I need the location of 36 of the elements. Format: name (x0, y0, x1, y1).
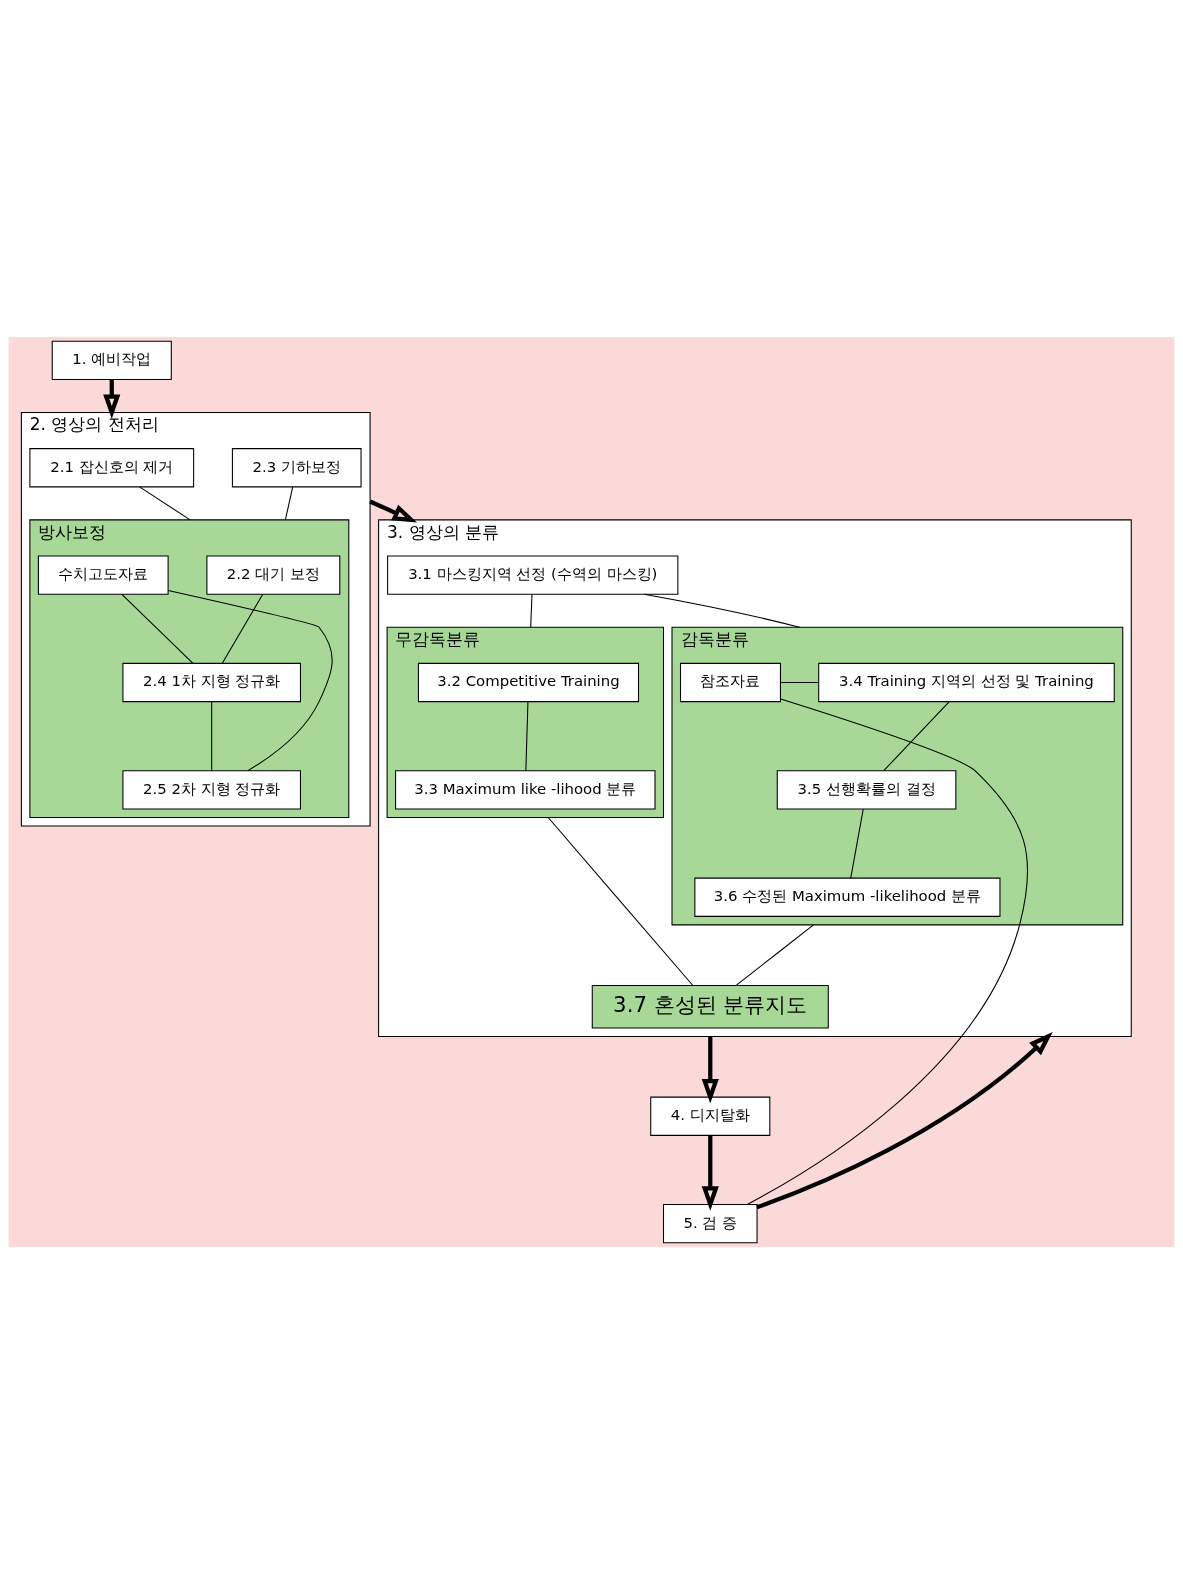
node-box: 1. 예비작업 (51, 340, 172, 381)
node-box: 3.3 Maximum like -lihood 분류 (395, 770, 656, 810)
node-box: 참조자료 (680, 662, 781, 703)
node-box: 3.7 혼성된 분류지도 (591, 984, 829, 1029)
node-box: 2.5 2차 지형 정규화 (122, 770, 301, 810)
node-box: 3.2 Competitive Training (417, 662, 640, 703)
connector (780, 681, 819, 684)
connector (525, 701, 529, 772)
node-box: 2.4 1차 지형 정규화 (122, 662, 301, 703)
node-box: 3.5 선행확률의 결정 (776, 770, 957, 810)
node-box: 4. 디지탈화 (650, 1096, 771, 1136)
node-box: 2.2 대기 보정 (206, 555, 341, 595)
node-box: 3.4 Training 지역의 선정 및 Training (818, 662, 1115, 703)
node-box: 수치고도자료 (37, 555, 169, 595)
arrow (701, 1036, 719, 1104)
node-box: 2.1 잡신호의 제거 (29, 448, 195, 488)
connector (121, 594, 194, 664)
arrow (756, 1032, 1053, 1210)
connector (284, 486, 294, 521)
connector (883, 701, 950, 772)
arrow (701, 1135, 719, 1211)
node-box: 3.6 수정된 Maximum -likelihood 분류 (694, 877, 1001, 917)
connector (221, 594, 264, 664)
connector (211, 701, 213, 772)
connector (547, 817, 694, 986)
connector (167, 590, 333, 772)
connector (139, 486, 191, 521)
node-box: 2.3 기하보정 (231, 448, 362, 488)
node-box: 3.1 마스킹지역 선정 (수역의 마스킹) (387, 555, 679, 595)
connector (530, 594, 533, 628)
connector (735, 924, 814, 986)
connector (850, 808, 864, 879)
connector (746, 698, 1029, 1205)
arrow (369, 499, 418, 523)
node-box: 5. 검 증 (662, 1203, 758, 1244)
connector (643, 593, 801, 628)
